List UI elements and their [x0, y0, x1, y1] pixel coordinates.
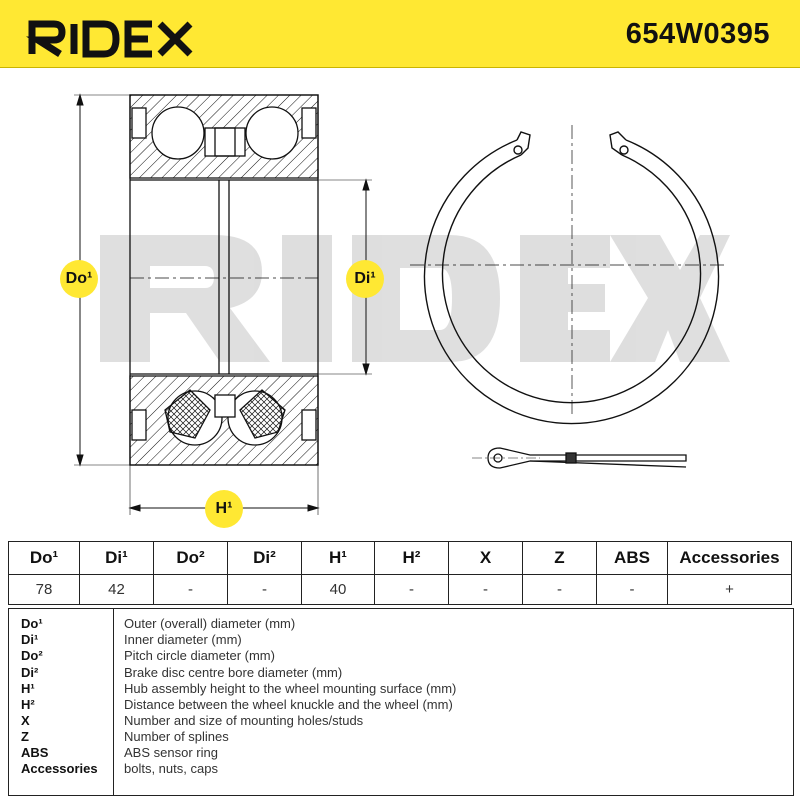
spec-header-row: Do¹ Di¹ Do² Di² H¹ H² X Z ABS Accessorie…	[8, 541, 792, 575]
legend-description: Distance between the wheel knuckle and t…	[124, 697, 453, 712]
table-cell: -	[227, 574, 302, 605]
snap-ring	[410, 125, 728, 425]
legend-description: Pitch circle diameter (mm)	[124, 648, 275, 663]
legend-row: X Number and size of mounting holes/stud…	[9, 713, 793, 729]
dimension-label-h: H¹	[205, 490, 243, 528]
legend-term: Do²	[21, 648, 43, 663]
bearing-section	[129, 94, 319, 466]
legend-box: Do¹ Outer (overall) diameter (mm) Di¹ In…	[8, 608, 794, 796]
column-header: H¹	[301, 541, 375, 575]
legend-term: Di²	[21, 665, 39, 680]
legend-term: Accessories	[21, 761, 98, 776]
legend-term: Z	[21, 729, 29, 744]
legend-description: Inner diameter (mm)	[124, 632, 242, 647]
legend-row: Di² Brake disc centre bore diameter (mm)	[9, 665, 793, 681]
legend-row: Di¹ Inner diameter (mm)	[9, 632, 793, 648]
ridex-watermark	[100, 235, 730, 362]
table-cell: +	[667, 574, 792, 605]
spec-value-row: 78 42 - - 40 - - - - +	[8, 574, 792, 605]
legend-term: Di¹	[21, 632, 39, 647]
legend-row: ABS ABS sensor ring	[9, 745, 793, 761]
column-header: Di¹	[79, 541, 154, 575]
column-header: Do²	[153, 541, 228, 575]
legend-description: Hub assembly height to the wheel mountin…	[124, 681, 457, 696]
legend-row: Do¹ Outer (overall) diameter (mm)	[9, 616, 793, 632]
column-header: X	[448, 541, 523, 575]
header-bar: 654W0395	[0, 0, 800, 68]
legend-description: Brake disc centre bore diameter (mm)	[124, 665, 343, 680]
legend-term: ABS	[21, 745, 49, 760]
table-cell: -	[448, 574, 523, 605]
table-cell: -	[374, 574, 449, 605]
dimension-label-do: Do¹	[60, 260, 98, 298]
legend-description: Number of splines	[124, 729, 229, 744]
legend-description: Number and size of mounting holes/studs	[124, 713, 364, 728]
legend-row: Do² Pitch circle diameter (mm)	[9, 648, 793, 664]
table-cell: -	[596, 574, 668, 605]
part-number: 654W0395	[625, 18, 770, 50]
column-header: Di²	[227, 541, 302, 575]
legend-row: Accessories bolts, nuts, caps	[9, 761, 793, 777]
legend-description: ABS sensor ring	[124, 745, 218, 760]
table-cell: 78	[8, 574, 80, 605]
legend-description: Outer (overall) diameter (mm)	[124, 616, 296, 631]
table-cell: -	[522, 574, 597, 605]
legend-row: H² Distance between the wheel knuckle an…	[9, 697, 793, 713]
table-cell: 40	[301, 574, 375, 605]
legend-description: bolts, nuts, caps	[124, 761, 218, 776]
snap-ring-side-view	[472, 447, 687, 469]
legend-divider	[113, 609, 114, 795]
legend-row: Z Number of splines	[9, 729, 793, 745]
column-header: H²	[374, 541, 449, 575]
legend-row: H¹ Hub assembly height to the wheel moun…	[9, 681, 793, 697]
legend-term: H¹	[21, 681, 35, 696]
column-header: Do¹	[8, 541, 80, 575]
column-header: Z	[522, 541, 597, 575]
technical-drawing	[74, 93, 730, 515]
column-header: Accessories	[667, 541, 792, 575]
legend-term: X	[21, 713, 30, 728]
ridex-logo	[26, 20, 193, 58]
spec-table: Do¹ Di¹ Do² Di² H¹ H² X Z ABS Accessorie…	[8, 541, 792, 605]
table-cell: -	[153, 574, 228, 605]
dimension-label-di: Di¹	[346, 260, 384, 298]
table-cell: 42	[79, 574, 154, 605]
legend-term: H²	[21, 697, 35, 712]
column-header: ABS	[596, 541, 668, 575]
legend-term: Do¹	[21, 616, 43, 631]
